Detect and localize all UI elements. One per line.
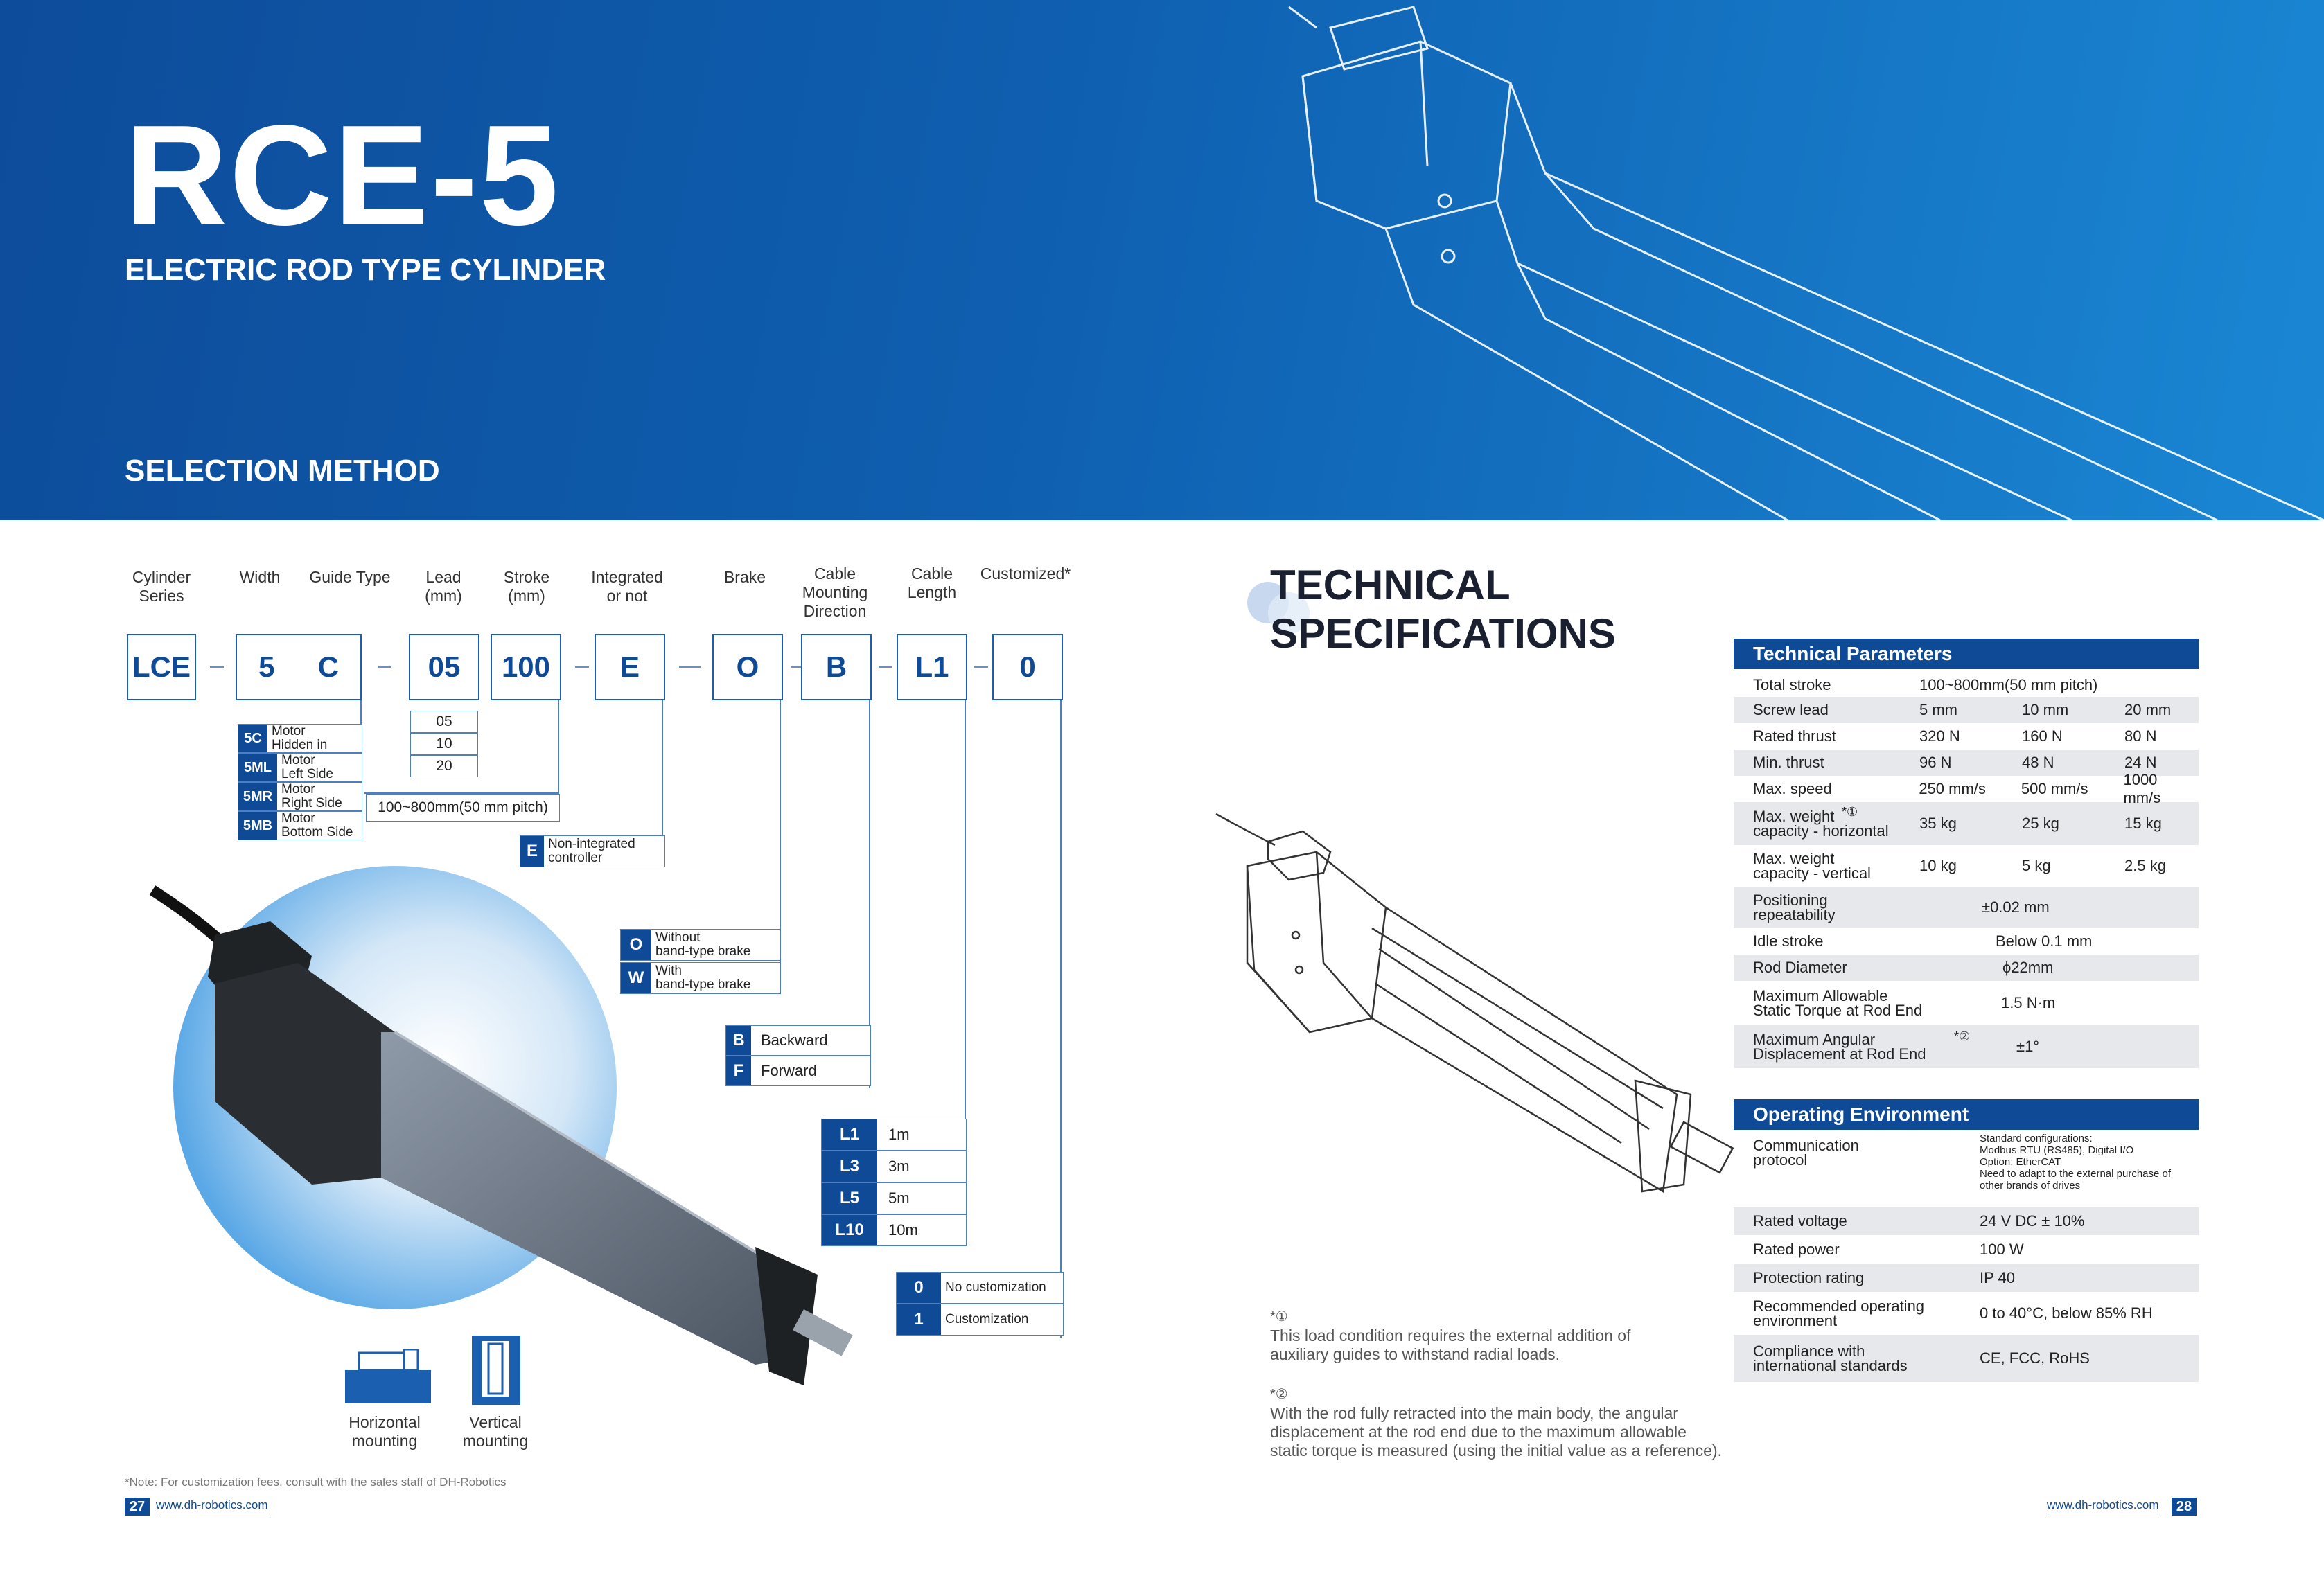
lead-option: 05 xyxy=(410,711,478,733)
code-brake: O xyxy=(712,634,783,700)
connector-line xyxy=(364,792,559,794)
connector-line xyxy=(869,700,870,1088)
option-l10: L10 10m xyxy=(821,1214,967,1246)
separator xyxy=(879,666,892,668)
table-row: Idle stroke Below 0.1 mm xyxy=(1753,932,2093,950)
product-line-drawing xyxy=(1215,813,1734,1194)
code-width: 5 xyxy=(258,650,275,683)
table-row: Positioning repeatability ±0.02 mm xyxy=(1734,887,2199,928)
separator xyxy=(791,666,805,668)
option-non-integrated: E Non-integrated controller xyxy=(520,835,665,867)
cylinder-wireframe-illustration xyxy=(1288,6,2324,520)
code-width-guide: 5 C xyxy=(236,634,362,700)
separator xyxy=(679,666,701,668)
operating-env-table: Operating Environment Communication prot… xyxy=(1734,1099,2199,1382)
table-row: Rod Diameter ϕ22mm xyxy=(1734,955,2199,981)
table-row: Communication protocol Standard configur… xyxy=(1753,1133,2172,1191)
col-label-customized: Customized* xyxy=(980,565,1071,583)
option-l5: L5 5m xyxy=(821,1182,967,1214)
col-label-width: Width xyxy=(239,568,281,586)
option-customization: 1 Customization xyxy=(896,1304,1064,1336)
table-row: Max. speed 250 mm/s 500 mm/s 1000 mm/s xyxy=(1753,771,2161,806)
vertical-mounting-icon xyxy=(472,1336,520,1405)
website-link-left[interactable]: www.dh-robotics.com xyxy=(156,1497,268,1514)
note-2: *② With the rod fully retracted into the… xyxy=(1270,1387,1722,1460)
separator xyxy=(210,666,224,668)
table-row: Protection rating IP 40 xyxy=(1734,1264,2199,1292)
option-without-brake: O Without band-type brake xyxy=(620,929,781,961)
table-row: Max. weight capacity - horizontal*① 35 k… xyxy=(1734,802,2199,845)
connector-line xyxy=(965,700,966,1119)
separator xyxy=(378,666,391,668)
page-number-right: 28 xyxy=(2172,1498,2197,1516)
vertical-mounting-label: Vertical mounting xyxy=(462,1413,529,1450)
decor-circle xyxy=(1268,592,1310,634)
separator xyxy=(974,666,988,668)
connector-line xyxy=(662,700,663,837)
code-guide: C xyxy=(317,650,339,683)
product-title: RCE-5 xyxy=(125,96,561,255)
code-series: LCE xyxy=(127,634,196,700)
product-subtitle: ELECTRIC ROD TYPE CYLINDER xyxy=(125,253,606,287)
option-5ml: 5ML Motor Left Side xyxy=(238,753,362,782)
code-cable-length: L1 xyxy=(897,634,967,700)
separator xyxy=(575,666,589,668)
option-backward: B Backward xyxy=(725,1025,871,1056)
connector-line xyxy=(780,700,781,991)
customization-footnote: *Note: For customization fees, consult w… xyxy=(125,1475,507,1489)
tech-heading: TECHNICAL SPECIFICATIONS xyxy=(1270,562,1616,657)
option-l3: L3 3m xyxy=(821,1151,967,1182)
col-label-lead: Lead (mm) xyxy=(425,568,462,605)
code-customized: 0 xyxy=(992,634,1063,700)
table-row: Total stroke 100~800mm(50 mm pitch) xyxy=(1753,676,2098,693)
option-5mb: 5MB Motor Bottom Side xyxy=(238,811,362,840)
horizontal-mounting-label: Horizontal mounting xyxy=(349,1413,421,1450)
product-photo xyxy=(149,866,853,1385)
option-l1: L1 1m xyxy=(821,1119,967,1151)
table-row: Rated thrust 320 N 160 N 80 N xyxy=(1753,727,2157,745)
col-label-integrated: Integrated or not xyxy=(591,568,663,605)
table-row: Maximum Angular Displacement at Rod End*… xyxy=(1734,1025,2199,1068)
lead-option: 10 xyxy=(410,733,478,755)
table-row: Max. weight capacity - vertical 10 kg 5 … xyxy=(1753,850,2166,882)
table-row: Rated power 100 W xyxy=(1753,1241,2024,1258)
table-row: Compliance with international standards … xyxy=(1734,1335,2199,1382)
hero-banner: RCE-5 ELECTRIC ROD TYPE CYLINDER SELECTI… xyxy=(0,0,2324,520)
code-integrated: E xyxy=(595,634,665,700)
option-5c: 5C Motor Hidden in xyxy=(238,724,362,753)
tech-params-header: Technical Parameters xyxy=(1734,639,2199,669)
connector-line xyxy=(558,700,559,792)
stroke-range: 100~800mm(50 mm pitch) xyxy=(366,794,560,822)
page-number-left: 27 xyxy=(125,1498,150,1516)
col-label-cable-length: Cable Length xyxy=(907,565,957,601)
section-heading-selection: SELECTION METHOD xyxy=(125,454,440,488)
col-label-brake: Brake xyxy=(723,568,766,586)
website-link-right[interactable]: www.dh-robotics.com xyxy=(2047,1497,2159,1514)
connector-line xyxy=(1060,700,1062,1338)
code-lead: 05 xyxy=(409,634,479,700)
col-label-guide: Guide Type xyxy=(309,568,391,586)
tech-params-table: Technical Parameters Total stroke 100~80… xyxy=(1734,639,2199,1068)
col-label-stroke: Stroke (mm) xyxy=(503,568,550,605)
horizontal-mounting-icon xyxy=(345,1349,431,1403)
table-row: Rated voltage 24 V DC ± 10% xyxy=(1734,1207,2199,1235)
lead-option: 20 xyxy=(410,755,478,777)
table-row: Min. thrust 96 N 48 N 24 N xyxy=(1734,750,2199,776)
option-5mr: 5MR Motor Right Side xyxy=(238,782,362,811)
code-cable-direction: B xyxy=(801,634,872,700)
col-label-cable-direction: Cable Mounting Direction xyxy=(802,565,868,620)
table-row: Recommended operating environment 0 to 4… xyxy=(1753,1297,2153,1329)
option-with-brake: W With band-type brake xyxy=(620,962,781,994)
col-label-series: Cylinder Series xyxy=(132,568,191,605)
operating-env-header: Operating Environment xyxy=(1734,1099,2199,1130)
option-no-customization: 0 No customization xyxy=(896,1272,1064,1304)
table-row: Maximum Allowable Static Torque at Rod E… xyxy=(1753,987,2056,1019)
option-forward: F Forward xyxy=(725,1056,871,1086)
table-row: Screw lead 5 mm 10 mm 20 mm xyxy=(1734,697,2199,723)
code-stroke: 100 xyxy=(491,634,561,700)
note-1: *① This load condition requires the exte… xyxy=(1270,1309,1631,1363)
